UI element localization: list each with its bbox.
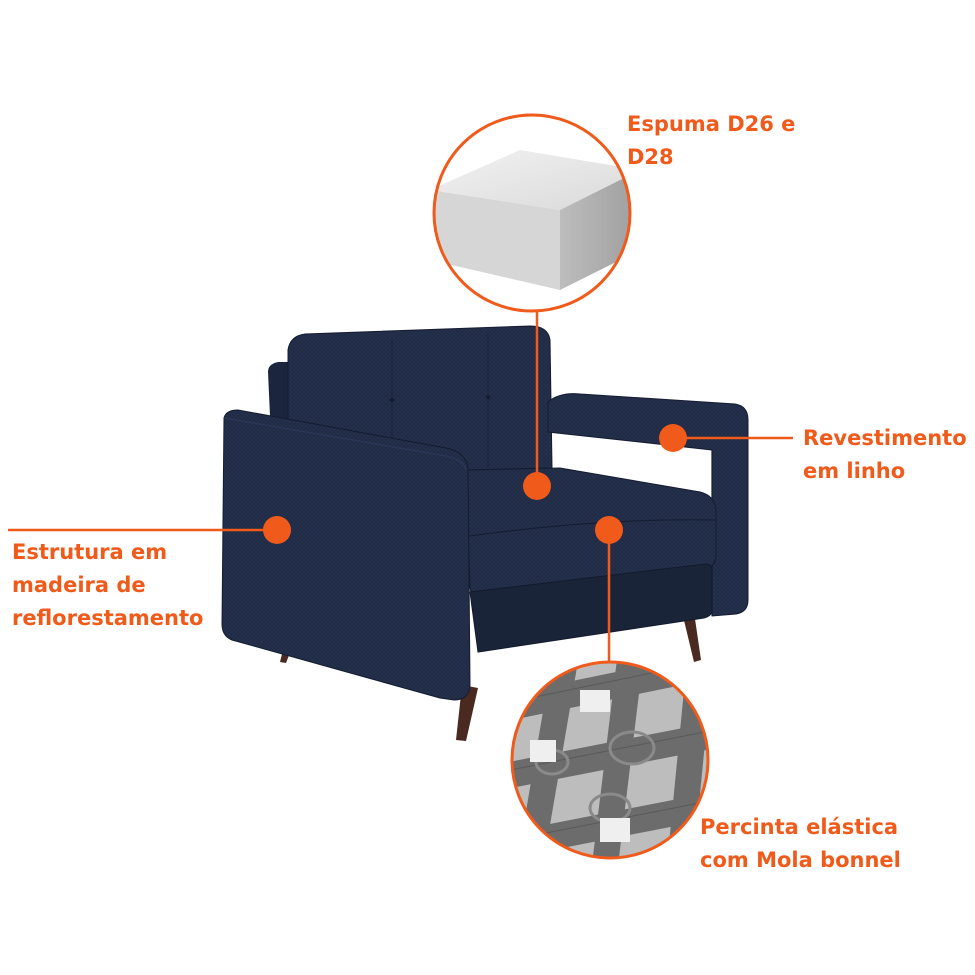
fabric-marker-dot — [659, 424, 687, 452]
foam-closeup-inset — [432, 113, 632, 313]
foam-marker-dot — [523, 472, 551, 500]
callout-markers — [8, 310, 793, 662]
fabric-label: Revestimento em linho — [803, 426, 967, 483]
springs-marker-dot — [595, 516, 623, 544]
seat-base — [469, 563, 713, 653]
arm-left — [221, 409, 471, 701]
leg-front-right — [682, 612, 701, 662]
springs-closeup-inset — [510, 660, 710, 860]
frame-marker-dot — [263, 516, 291, 544]
foam-label: Espuma D26 e D28 — [627, 112, 796, 169]
springs-label: Percinta elástica com Mola bonnel — [700, 815, 901, 872]
armchair — [221, 325, 749, 741]
frame-label: Estrutura em madeira de reflorestamento — [12, 540, 204, 630]
arm-right — [547, 393, 749, 617]
